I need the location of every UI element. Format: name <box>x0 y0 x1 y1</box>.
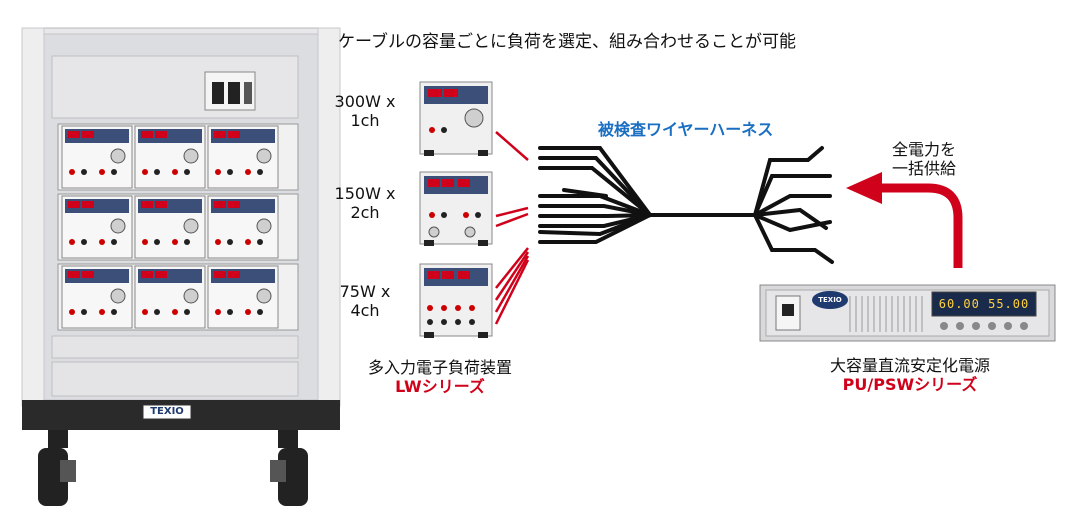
load-device-name: 多入力電子負荷装置 <box>367 358 512 377</box>
power-supply-unit <box>759 284 1056 342</box>
load-device-caption: 多入力電子負荷装置 LWシリーズ <box>340 358 540 396</box>
supply-brand-badge: TEXIO <box>818 296 842 304</box>
rack-load-module <box>207 265 279 329</box>
rack-load-module <box>61 195 133 259</box>
load-unit-300w <box>419 81 493 156</box>
rack-load-module <box>134 265 206 329</box>
rack-load-module <box>134 195 206 259</box>
load-unit-75w <box>419 263 493 338</box>
load-rating: 150W x <box>334 184 396 203</box>
rack-module-rows <box>57 123 299 331</box>
load-label-150w: 150W x 2ch <box>320 184 410 222</box>
power-note: 全電力を 一括供給 <box>874 140 974 178</box>
power-supply-arrow <box>846 172 963 268</box>
headline: ケーブルの容量ごとに負荷を選定、組み合わせることが可能 <box>338 32 796 52</box>
load-label-300w: 300W x 1ch <box>320 92 410 130</box>
load-rating: 75W x <box>339 282 391 301</box>
load-label-75w: 75W x 4ch <box>320 282 410 320</box>
load-channels: 4ch <box>350 301 380 321</box>
load-rack-cabinet <box>21 27 341 506</box>
load-unit-150w <box>419 171 493 246</box>
rack-load-module <box>61 265 133 329</box>
supply-display-readout: 60.00 55.00 <box>938 297 1030 311</box>
power-note-line1: 全電力を <box>891 140 956 159</box>
rack-load-module <box>207 125 279 189</box>
load-channels: 1ch <box>350 111 380 131</box>
load-device-series: LWシリーズ <box>395 377 485 397</box>
rack-load-module <box>207 195 279 259</box>
supply-device-series: PU/PSWシリーズ <box>842 375 978 395</box>
load-rating: 300W x <box>334 92 396 111</box>
harness-label: 被検査ワイヤーハーネス <box>598 120 774 139</box>
rack-load-module <box>134 125 206 189</box>
supply-device-name: 大容量直流安定化電源 <box>829 356 990 375</box>
power-note-line2: 一括供給 <box>891 159 956 179</box>
wire-harness <box>538 146 834 264</box>
vent-grille <box>849 296 923 332</box>
rack-casters <box>38 430 308 506</box>
load-connection-lines <box>494 131 530 325</box>
load-channels: 2ch <box>350 203 380 223</box>
supply-device-caption: 大容量直流安定化電源 PU/PSWシリーズ <box>800 356 1020 394</box>
rack-load-module <box>61 125 133 189</box>
rack-brand-plate: TEXIO <box>150 406 184 417</box>
